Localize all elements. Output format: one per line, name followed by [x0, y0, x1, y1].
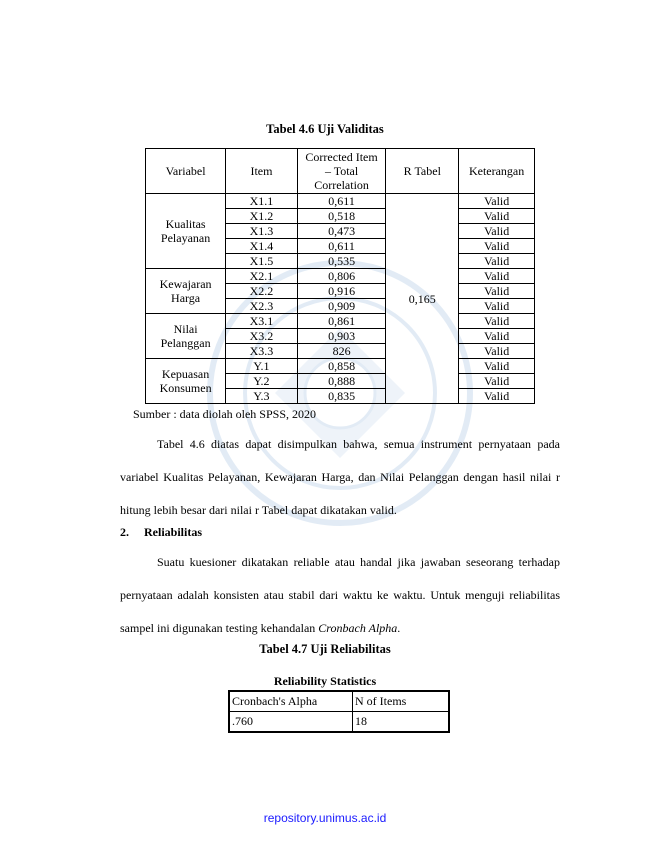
paragraph-reliability-text: Suatu kuesioner dikatakan reliable atau …	[120, 555, 560, 635]
correlation-cell: 0,806	[296, 268, 387, 284]
reliability-statistics-title: Reliability Statistics	[273, 674, 377, 688]
item-cell: X3.3	[225, 343, 298, 359]
header-item: Item	[225, 148, 298, 194]
correlation-cell: 0,518	[296, 208, 387, 224]
header-keterangan: Keterangan	[458, 148, 535, 194]
keterangan-cell: Valid	[458, 283, 535, 299]
validity-table: Variabel Item Corrected Item – Total Cor…	[144, 148, 535, 404]
table-4-6-title: Tabel 4.6 Uji Validitas	[266, 122, 384, 136]
item-cell: Y.1	[225, 358, 298, 374]
keterangan-cell: Valid	[458, 268, 535, 284]
paragraph-validity-text: Tabel 4.6 diatas dapat disimpulkan bahwa…	[120, 437, 560, 517]
keterangan-cell: Valid	[458, 193, 535, 209]
correlation-cell: 0,611	[296, 238, 387, 254]
section-title: Reliabilitas	[144, 525, 203, 539]
correlation-cell: 0,835	[296, 388, 387, 404]
variable-cell: Nilai Pelanggan	[144, 313, 227, 359]
variable-cell: Kualitas Pelayanan	[144, 193, 227, 269]
item-cell: X3.1	[225, 313, 298, 329]
header-cronbach-alpha: Cronbach's Alpha	[228, 690, 353, 712]
correlation-cell: 826	[296, 343, 387, 359]
keterangan-cell: Valid	[458, 208, 535, 224]
paragraph-reliability-intro: Suatu kuesioner dikatakan reliable atau …	[120, 546, 560, 645]
keterangan-cell: Valid	[458, 238, 535, 254]
paragraph-reliability-end: .	[397, 621, 401, 635]
section-heading: 2. Reliabilitas	[120, 525, 202, 540]
header-r-tabel: R Tabel	[385, 148, 460, 194]
correlation-cell: 0,916	[296, 283, 387, 299]
keterangan-cell: Valid	[458, 313, 535, 329]
keterangan-cell: Valid	[458, 223, 535, 239]
item-cell: X1.2	[225, 208, 298, 224]
keterangan-cell: Valid	[458, 328, 535, 344]
correlation-cell: 0,888	[296, 373, 387, 389]
correlation-cell: 0,535	[296, 253, 387, 269]
item-cell: Y.3	[225, 388, 298, 404]
cronbach-alpha-term: Cronbach Alpha	[318, 621, 398, 635]
keterangan-cell: Valid	[458, 358, 535, 374]
reliability-header-row: Cronbach's Alpha N of Items	[228, 690, 450, 712]
n-of-items-value: 18	[352, 711, 450, 733]
r-tabel-cell: 0,165	[385, 193, 460, 404]
repository-footer-link[interactable]: repository.unimus.ac.id	[263, 811, 387, 825]
table-4-7-title: Tabel 4.7 Uji Reliabilitas	[259, 642, 391, 656]
validity-table-header: Variabel Item Corrected Item – Total Cor…	[144, 148, 535, 194]
item-cell: X3.2	[225, 328, 298, 344]
item-cell: X2.1	[225, 268, 298, 284]
item-cell: X1.5	[225, 253, 298, 269]
item-cell: X1.3	[225, 223, 298, 239]
reliability-value-row: .760 18	[228, 711, 450, 733]
item-cell: Y.2	[225, 373, 298, 389]
table-source: Sumber : data diolah oleh SPSS, 2020	[133, 407, 316, 421]
correlation-cell: 0,611	[296, 193, 387, 209]
keterangan-cell: Valid	[458, 388, 535, 404]
correlation-cell: 0,473	[296, 223, 387, 239]
correlation-cell: 0,909	[296, 298, 387, 314]
correlation-cell: 0,903	[296, 328, 387, 344]
keterangan-cell: Valid	[458, 253, 535, 269]
variable-cell: Kepuasan Konsumen	[144, 358, 227, 404]
cronbach-alpha-value: .760	[228, 711, 353, 733]
variable-cell: Kewajaran Harga	[144, 268, 227, 314]
correlation-cell: 0,861	[296, 313, 387, 329]
item-cell: X1.4	[225, 238, 298, 254]
keterangan-cell: Valid	[458, 298, 535, 314]
section-number: 2.	[120, 525, 129, 539]
reliability-table: Cronbach's Alpha N of Items .760 18	[228, 690, 450, 733]
item-cell: X1.1	[225, 193, 298, 209]
paragraph-validity-conclusion: Tabel 4.6 diatas dapat disimpulkan bahwa…	[120, 428, 560, 527]
correlation-cell: 0,858	[296, 358, 387, 374]
keterangan-cell: Valid	[458, 373, 535, 389]
header-corrected: Corrected Item – Total Correlation	[296, 148, 387, 194]
keterangan-cell: Valid	[458, 343, 535, 359]
header-variabel: Variabel	[144, 148, 227, 194]
header-n-of-items: N of Items	[352, 690, 450, 712]
item-cell: X2.3	[225, 298, 298, 314]
item-cell: X2.2	[225, 283, 298, 299]
